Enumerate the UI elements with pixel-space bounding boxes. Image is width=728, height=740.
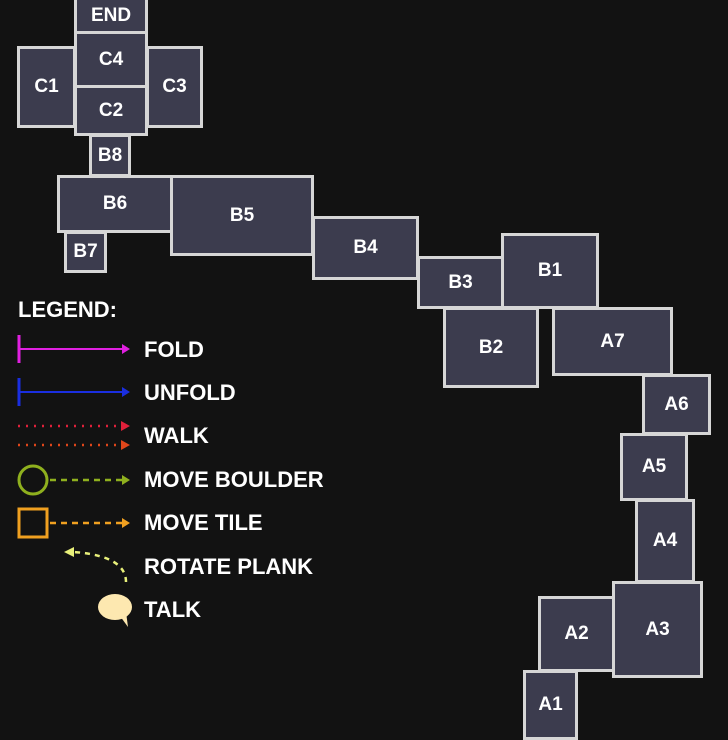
fold-arrow-icon [17,335,130,363]
legend-title: LEGEND: [18,297,117,322]
room-c2: C2 [74,85,148,136]
tile-arrow-icon [17,507,130,539]
legend-move-boulder: MOVE BOULDER [144,467,324,492]
room-c3: C3 [146,46,203,128]
room-end: END [74,0,148,34]
room-b7: B7 [64,231,107,273]
room-b2: B2 [443,307,539,388]
room-a2: A2 [538,596,615,672]
room-b4: B4 [312,216,419,280]
legend-talk: TALK [144,597,202,622]
room-a7: A7 [552,307,673,376]
legend-unfold: UNFOLD [144,380,236,405]
room-b6: B6 [57,175,173,233]
room-c1: C1 [17,46,76,128]
walk-arrow-icon [18,421,130,450]
legend-walk: WALK [144,423,209,448]
room-b1: B1 [501,233,599,309]
talk-bubble-icon [98,594,132,627]
rotate-plank-arrow-icon [64,547,128,583]
boulder-arrow-icon [17,464,130,496]
legend-rotate-plank: ROTATE PLANK [144,554,314,579]
room-a3: A3 [612,581,703,678]
room-b5: B5 [170,175,314,256]
room-a4: A4 [635,499,695,583]
legend-move-tile: MOVE TILE [144,510,263,535]
unfold-arrow-icon [17,378,130,406]
legend-fold: FOLD [144,337,204,362]
